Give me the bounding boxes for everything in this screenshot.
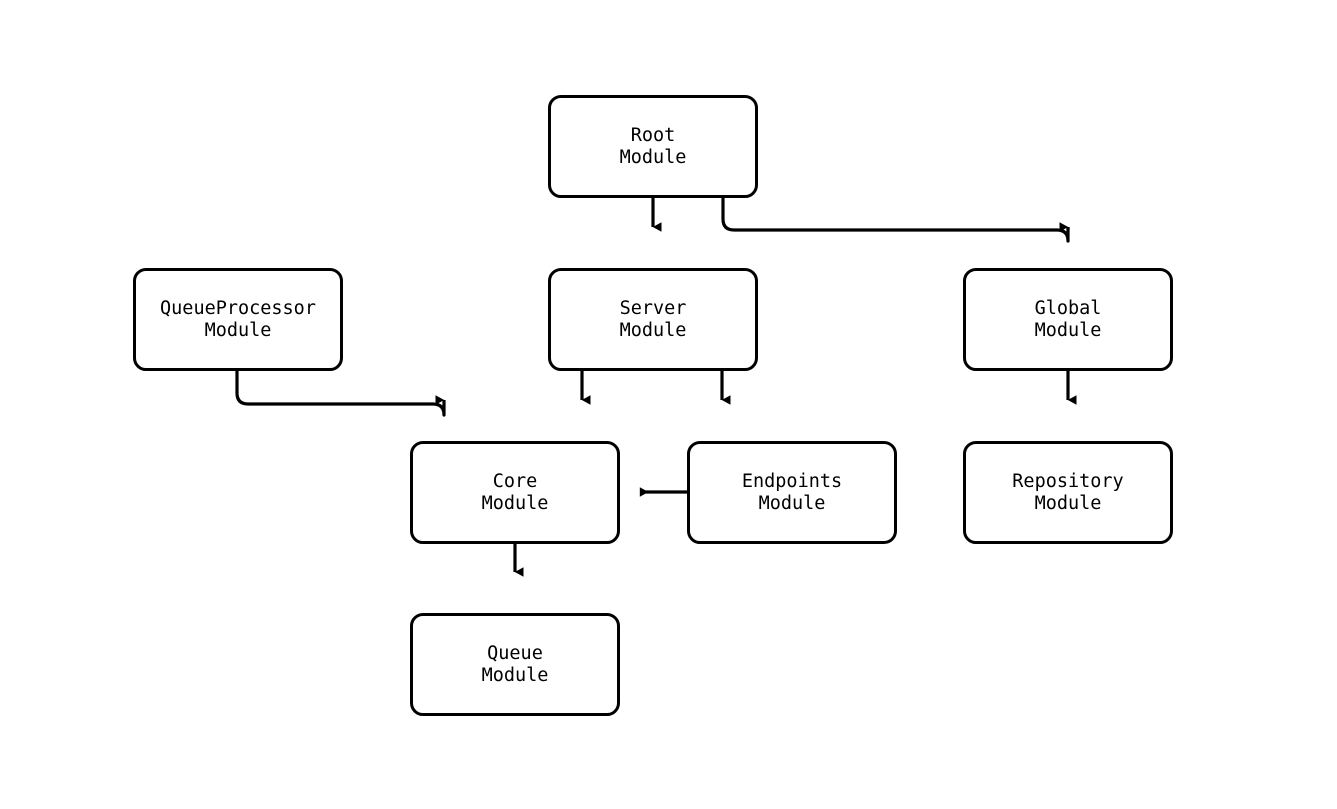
node-core-module-label-line2: Module — [481, 492, 549, 514]
node-repository-module[interactable]: Repository Module — [963, 441, 1173, 544]
node-core-module-label-line1: Core — [492, 470, 538, 492]
node-core-module[interactable]: Core Module — [410, 441, 620, 544]
node-queueprocessor-module-label-line1: QueueProcessor — [160, 297, 316, 319]
node-endpoints-module-label-line2: Module — [758, 492, 826, 514]
node-queueprocessor-module[interactable]: QueueProcessor Module — [133, 268, 343, 371]
node-global-module-label-line1: Global — [1034, 297, 1102, 319]
node-server-module-label-line1: Server — [619, 297, 687, 319]
node-endpoints-module[interactable]: Endpoints Module — [687, 441, 897, 544]
node-global-module[interactable]: Global Module — [963, 268, 1173, 371]
node-queue-module-label-line2: Module — [481, 664, 549, 686]
node-queue-module[interactable]: Queue Module — [410, 613, 620, 716]
node-root-module-label-line2: Module — [619, 146, 687, 168]
edge-queueprocessor-to-core — [235, 371, 446, 417]
node-endpoints-module-label-line1: Endpoints — [741, 470, 843, 492]
node-server-module-label-line2: Module — [619, 319, 687, 341]
node-queueprocessor-module-label-line2: Module — [204, 319, 272, 341]
node-global-module-label-line2: Module — [1034, 319, 1102, 341]
node-repository-module-label-line2: Module — [1034, 492, 1102, 514]
edge-root-to-global — [721, 198, 1070, 243]
node-root-module-label-line1: Root — [630, 124, 676, 146]
node-server-module[interactable]: Server Module — [548, 268, 758, 371]
node-root-module[interactable]: Root Module — [548, 95, 758, 198]
node-repository-module-label-line1: Repository — [1012, 470, 1124, 492]
node-queue-module-label-line1: Queue — [487, 642, 543, 664]
